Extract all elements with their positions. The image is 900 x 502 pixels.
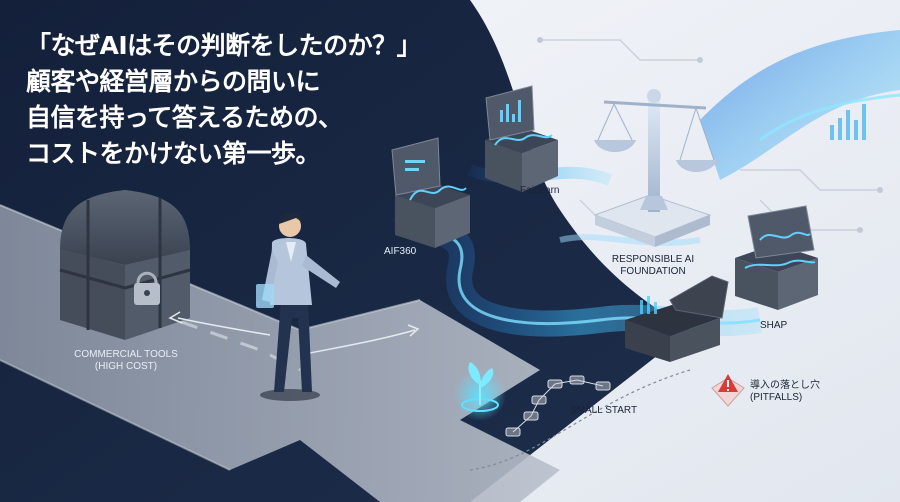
headline: 「なぜAIはその判断をしたのか？」 顧客や経営層からの問いに 自信を持って答える… xyxy=(26,28,446,172)
responsible-ai-line2: FOUNDATION xyxy=(620,266,686,277)
fairlearn-label: Fairlearn xyxy=(520,185,560,196)
pitfalls-line2: (PITFALLS) xyxy=(750,392,803,403)
headline-line-4: コストをかけない第一歩。 xyxy=(26,139,321,168)
warning-icon xyxy=(711,374,745,407)
arrow-icon xyxy=(168,311,691,471)
aif360-label: AIF360 xyxy=(384,246,417,257)
pitfalls-line1: 導入の落とし穴 xyxy=(750,380,820,391)
open-box-icon xyxy=(391,137,470,248)
headline-line-2: 顧客や経営層からの問いに xyxy=(26,67,321,96)
commercial-tools-line1: COMMERCIAL TOOLS xyxy=(74,349,178,360)
commercial-tools-label: COMMERCIAL TOOLS (HIGH COST) xyxy=(56,349,196,373)
sprout-icon xyxy=(454,362,506,421)
shap-label: SHAP xyxy=(760,320,788,331)
open-box-icon xyxy=(485,85,558,192)
responsible-ai-label: RESPONSIBLE AI FOUNDATION xyxy=(598,254,708,278)
responsible-ai-line1: RESPONSIBLE AI xyxy=(611,254,695,265)
open-box-icon xyxy=(625,275,729,362)
small-start-label: SMALL START xyxy=(570,405,638,416)
treasure-chest-icon xyxy=(59,190,191,340)
open-box-icon xyxy=(735,205,818,310)
headline-line-1: 「なぜAIはその判断をしたのか？」 xyxy=(26,31,422,60)
headline-line-3: 自信を持って答えるための、 xyxy=(26,103,343,132)
person-icon xyxy=(256,212,340,401)
padlock-icon xyxy=(134,271,160,305)
commercial-tools-line2: (HIGH COST) xyxy=(94,361,158,372)
scale-icon xyxy=(593,89,718,247)
pitfalls-label: 導入の落とし穴 (PITFALLS) xyxy=(750,380,820,404)
